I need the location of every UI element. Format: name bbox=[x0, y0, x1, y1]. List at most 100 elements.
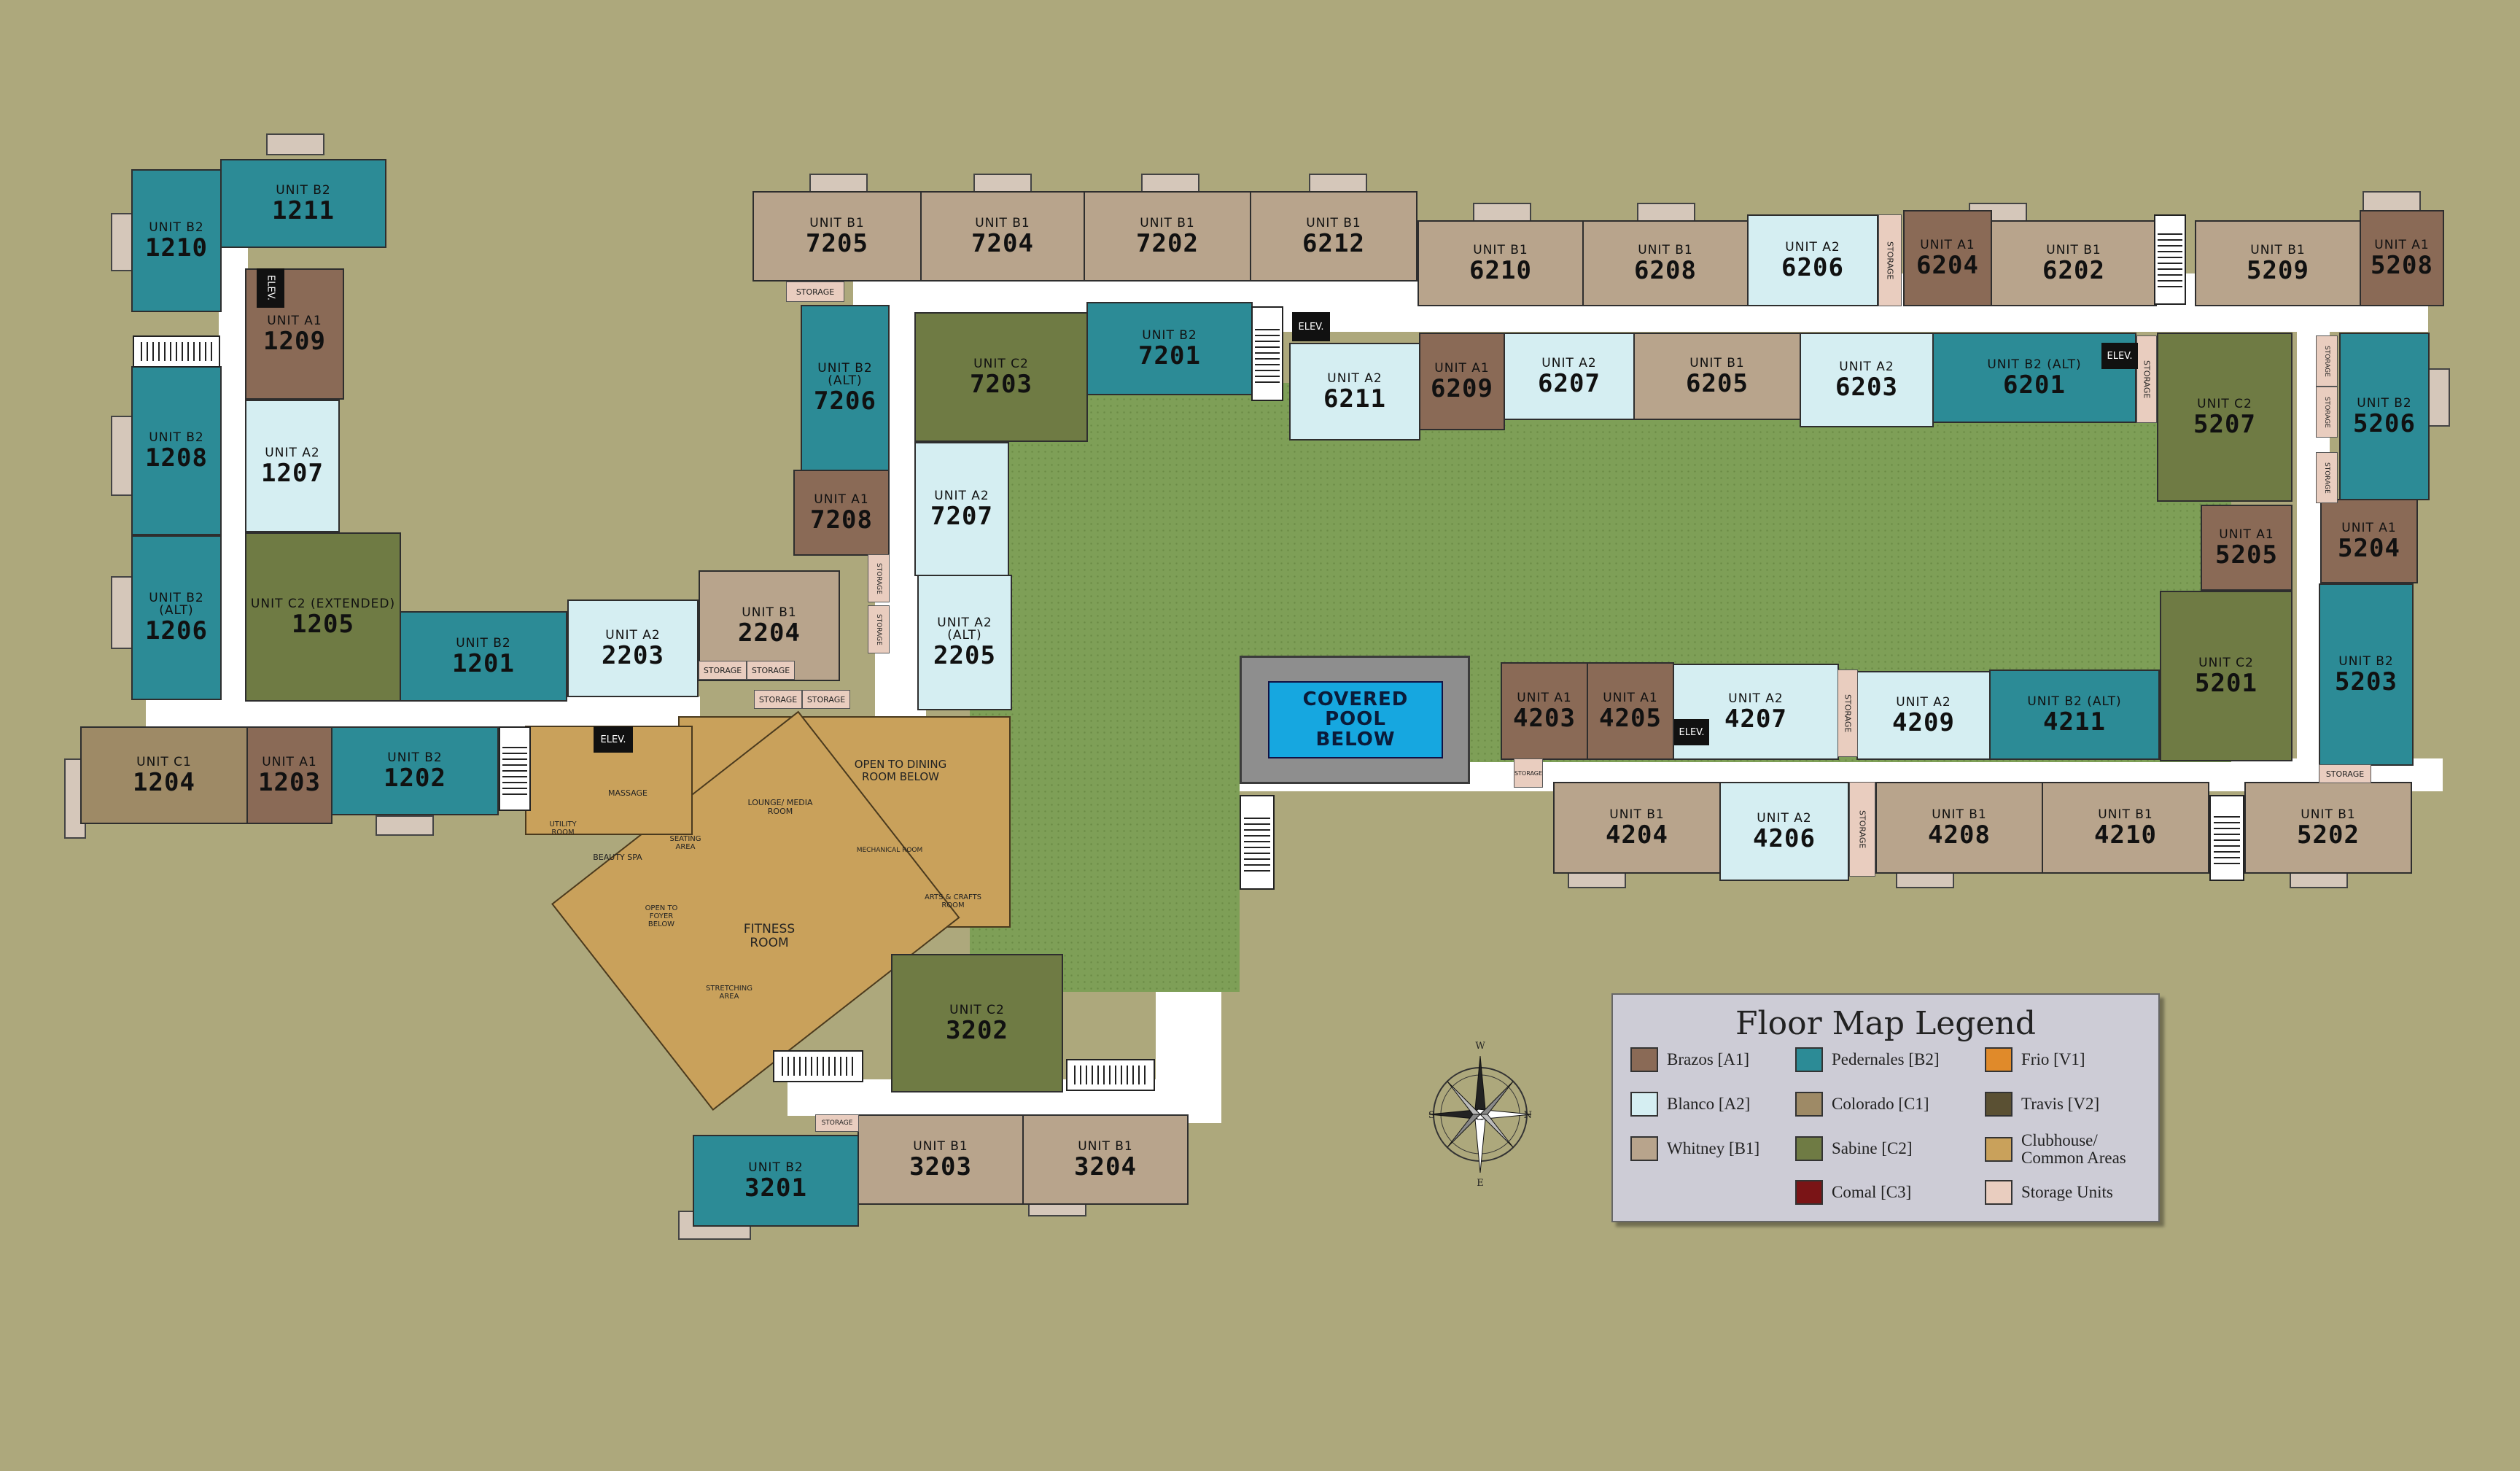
legend-item: Sabine [C2] bbox=[1795, 1136, 1913, 1161]
unit-7206[interactable]: UNIT B2 (ALT)7206 bbox=[801, 305, 890, 471]
unit-type-label: UNIT A1 bbox=[2341, 520, 2397, 535]
unit-type-label: UNIT A2 bbox=[1327, 370, 1382, 386]
unit-number: 7205 bbox=[806, 228, 868, 258]
unit-number: 5204 bbox=[2338, 533, 2400, 563]
unit-2205[interactable]: UNIT A2 (ALT)2205 bbox=[917, 575, 1012, 710]
storage-unit: STORAGE bbox=[1514, 758, 1543, 788]
unit-number: 5209 bbox=[2247, 255, 2309, 285]
unit-1205[interactable]: UNIT C2 (EXTENDED)1205 bbox=[245, 532, 401, 702]
legend-swatch bbox=[1985, 1137, 2012, 1163]
storage-unit: STORAGE bbox=[699, 661, 747, 680]
legend-label: Blanco [A2] bbox=[1667, 1094, 1751, 1113]
storage-unit: STORAGE bbox=[1838, 669, 1858, 757]
unit-6201[interactable]: UNIT B2 (ALT)6201 bbox=[1932, 333, 2136, 423]
unit-number: 1203 bbox=[258, 767, 321, 797]
unit-number: 6208 bbox=[1634, 255, 1697, 285]
legend-label: Storage Units bbox=[2021, 1182, 2113, 1201]
unit-type-label: UNIT B2 bbox=[2357, 395, 2412, 411]
unit-number: 7201 bbox=[1138, 341, 1201, 370]
legend-item: Travis [V2] bbox=[1985, 1092, 2099, 1117]
unit-number: 1206 bbox=[145, 616, 208, 645]
unit-type-label: UNIT B2 bbox=[149, 430, 204, 445]
storage-unit: STORAGE bbox=[815, 1114, 859, 1132]
unit-number: 4209 bbox=[1892, 707, 1955, 737]
stairwell bbox=[133, 335, 220, 368]
unit-1206[interactable]: UNIT B2 (ALT)1206 bbox=[131, 535, 222, 700]
label-utility: UTILITY ROOM bbox=[549, 820, 577, 837]
stairwell bbox=[773, 1050, 863, 1082]
storage-unit: STORAGE bbox=[868, 605, 890, 653]
unit-number: 6203 bbox=[1835, 372, 1898, 402]
unit-number: 4207 bbox=[1724, 704, 1787, 734]
unit-number: 5201 bbox=[2195, 668, 2258, 698]
unit-type-label: UNIT B1 bbox=[1689, 355, 1745, 370]
legend-label: Colorado [C1] bbox=[1832, 1094, 1929, 1113]
unit-number: 4205 bbox=[1599, 703, 1662, 733]
label-massage: MASSAGE bbox=[608, 788, 648, 798]
unit-number: 7207 bbox=[930, 501, 993, 531]
unit-type-label: UNIT B2 (ALT) bbox=[2027, 694, 2122, 709]
unit-4211[interactable]: UNIT B2 (ALT)4211 bbox=[1989, 669, 2160, 760]
unit-number: 6206 bbox=[1781, 252, 1844, 282]
unit-number: 1202 bbox=[384, 763, 446, 793]
balcony bbox=[266, 133, 324, 155]
unit-type-label: UNIT A1 bbox=[2374, 237, 2430, 252]
legend-label: Sabine [C2] bbox=[1832, 1138, 1913, 1157]
pool-label: COVERED POOL BELOW bbox=[1302, 688, 1409, 750]
unit-number: 5202 bbox=[2297, 820, 2360, 850]
unit-number: 6209 bbox=[1431, 373, 1493, 403]
unit-number: 1210 bbox=[145, 233, 208, 263]
unit-number: 6212 bbox=[1302, 228, 1365, 258]
unit-number: 7202 bbox=[1136, 228, 1199, 258]
unit-type-label: UNIT A1 bbox=[814, 492, 869, 507]
